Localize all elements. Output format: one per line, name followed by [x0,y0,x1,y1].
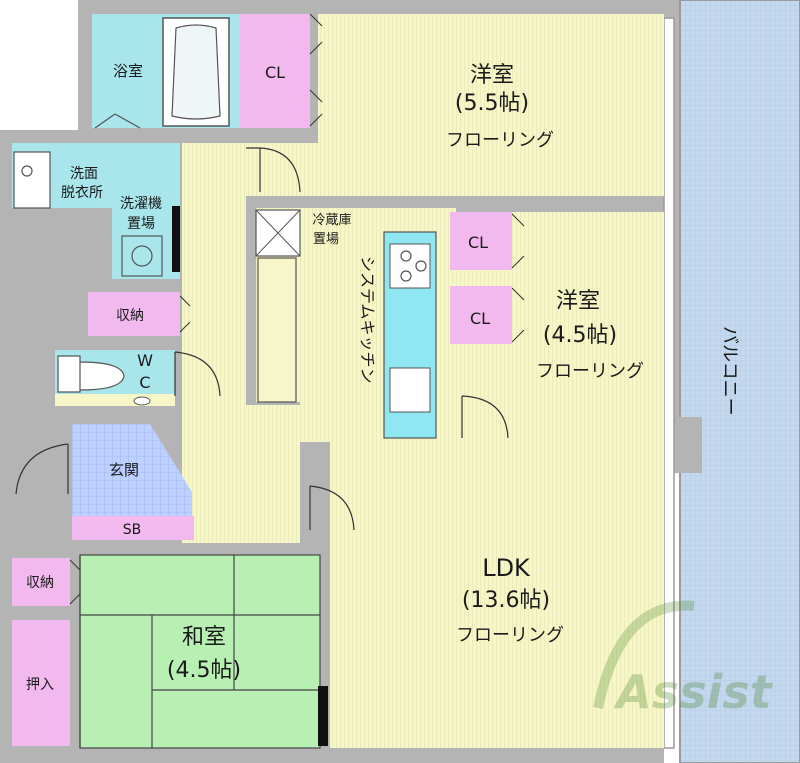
western-room-1 [318,14,664,196]
label-ldk: LDK (13.6帖) フローリング [456,554,564,646]
tatami-lines [79,555,320,748]
door-ldk [309,485,355,531]
balcony-wall-notch [670,417,702,473]
washing-machine-drain [131,245,153,267]
storage-hall-label: 収納 [116,308,144,324]
japanese-door-dark [318,686,328,746]
closet-mid-door [511,213,525,343]
washroom-lower [12,208,112,279]
western-1-name: 洋室 [470,63,514,88]
entrance-label: 玄関 [109,461,139,479]
balcony-window [663,17,675,749]
label-japanese: 和室 (4.5帖) [167,625,241,683]
western-1-size: (5.5帖) [455,91,529,116]
kitchen-cabinet [257,257,297,403]
assist-logo-text: Assist [613,665,774,719]
storage-japanese-label: 収納 [26,575,54,591]
laundry-label-1: 洗濯機 [120,196,162,212]
closet-mid-2 [450,286,512,344]
ldk-size: (13.6帖) [462,588,550,613]
oshiire-label: 押入 [26,677,54,693]
western-1-floor: フローリング [446,130,554,151]
wash-basin [13,151,51,209]
corridor-lower [200,405,300,543]
closet-top-door [309,13,323,127]
wash-basin-bowl [21,165,33,177]
washroom-label-2: 脱衣所 [61,185,103,201]
burner-1 [400,250,412,262]
balcony-label: バルコニー [719,326,740,416]
corridor-top [246,143,318,196]
ldk-name: LDK [482,554,531,582]
stove-top [389,243,431,289]
burner-2 [415,260,427,272]
fridge-label-2: 置場 [313,232,339,247]
wc-door [174,351,221,397]
western-2-name: 洋室 [556,289,600,314]
japanese-room [80,555,320,748]
wash-door-dark [172,206,180,272]
storage-japanese [12,558,70,606]
storage-japanese-door [69,559,81,605]
wc-floor [55,394,175,406]
label-western-2: 洋室 (4.5帖) フローリング [536,289,644,382]
closet-top [240,14,310,128]
closet-mid-1-label: CL [468,233,488,252]
bath-label: 浴室 [113,62,143,80]
western-2-floor: フローリング [536,361,644,382]
entrance-floor [72,424,192,516]
bath-door [94,113,141,129]
japanese-size: (4.5帖) [167,658,241,683]
laundry-label-2: 置場 [127,216,155,232]
kitchen-sink [389,367,431,413]
shoe-box [72,516,194,540]
closet-mid-2-label: CL [470,309,490,328]
japanese-room-frame [79,554,321,749]
japanese-name: 和室 [182,625,226,650]
washing-machine-place [121,235,163,277]
bathtub-inner [171,24,221,120]
western-2-size: (4.5帖) [543,323,617,348]
door-western-1 [246,147,301,193]
toilet [57,355,125,393]
label-western-1: 洋室 (5.5帖) フローリング [446,63,554,151]
shoe-box-label: SB [123,522,142,538]
oshiire [12,620,70,746]
balcony-area [679,0,800,763]
entrance-door [15,443,69,495]
door-western-2 [461,395,509,439]
washroom-label-1: 洗面 [70,166,98,182]
wc-sink [133,396,151,406]
ldk-room [330,402,664,748]
assist-watermark: Assist [593,600,774,719]
closet-top-label: CL [265,63,285,82]
closet-mid-1 [450,212,512,270]
fridge-cross [255,209,301,257]
ldk-floor: フローリング [456,625,564,646]
wc-label-2: C [139,373,150,392]
burner-3 [400,270,412,282]
kitchen-label: システムキッチン [358,256,377,384]
storage-hall [88,292,180,336]
storage-hall-door [179,295,191,333]
fridge-label-1: 冷蔵庫 [312,213,351,228]
wc-label-1: W [137,351,153,370]
assist-swoosh [593,600,695,709]
